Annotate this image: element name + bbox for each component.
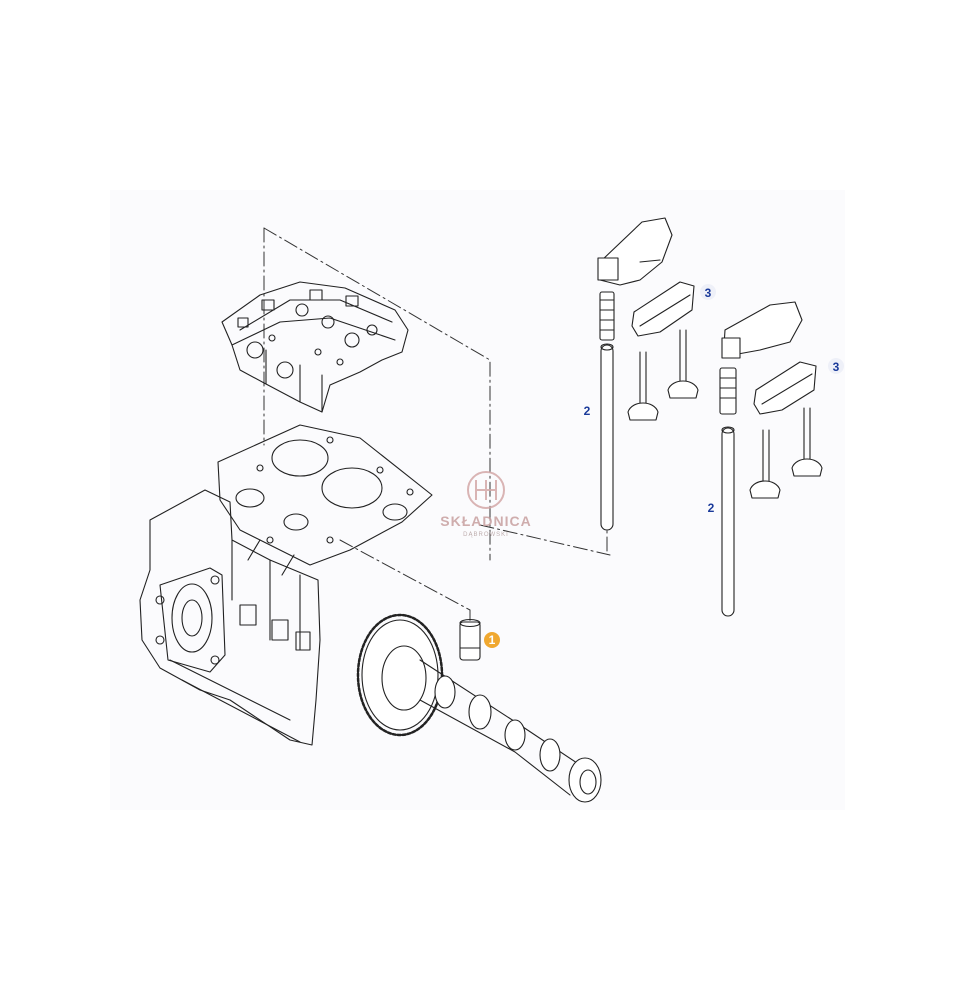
watermark: SKŁADNICA DĄBROWSKI bbox=[440, 471, 531, 538]
callout-3a-label: 3 bbox=[705, 286, 712, 300]
rocker-arm-assembly-1 bbox=[597, 217, 673, 531]
watermark-sub: DĄBROWSKI bbox=[463, 532, 509, 538]
callout-2b: 2 bbox=[708, 501, 715, 515]
callout-2a-label: 2 bbox=[584, 404, 591, 418]
valve-2b bbox=[791, 407, 823, 477]
callout-1-label: 1 bbox=[489, 633, 496, 647]
valve-1b bbox=[667, 329, 699, 399]
rocker-arm-support-2 bbox=[753, 361, 817, 415]
valve-2a bbox=[749, 429, 781, 499]
rocker-arm-assembly-2 bbox=[719, 301, 803, 617]
rocker-arm-support-1 bbox=[631, 281, 695, 337]
camshaft bbox=[356, 613, 602, 803]
tappet bbox=[459, 618, 481, 661]
callout-2a: 2 bbox=[584, 404, 591, 418]
valve-1a bbox=[627, 351, 659, 421]
cylinder-head bbox=[221, 281, 409, 413]
engine-block bbox=[139, 489, 321, 746]
head-gasket bbox=[217, 424, 433, 566]
callout-2b-label: 2 bbox=[708, 501, 715, 515]
assembly-guide-lines bbox=[263, 227, 611, 633]
watermark-name: SKŁADNICA bbox=[440, 513, 531, 529]
callout-3a: 3 bbox=[700, 284, 716, 300]
callout-3b: 3 bbox=[828, 358, 844, 374]
callout-1: 1 bbox=[484, 632, 500, 648]
callout-3b-label: 3 bbox=[833, 360, 840, 374]
